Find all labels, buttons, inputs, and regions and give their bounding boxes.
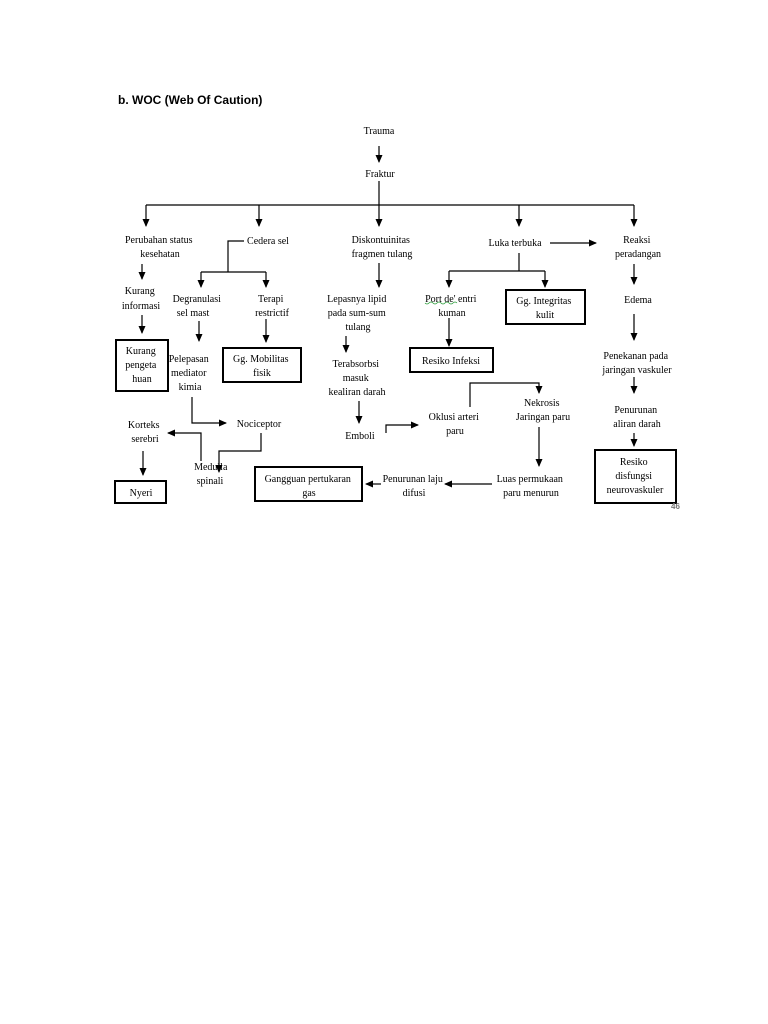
node-fraktur: Fraktur <box>365 169 395 180</box>
box-kurang-pengetahuan <box>115 339 169 392</box>
node-penekanan: Penekanan pada jaringan vaskuler <box>601 351 672 376</box>
edge-pelepasan-nociceptor <box>191 397 227 427</box>
node-penurunan-laju: Penurunan laju difusi <box>383 474 446 499</box>
node-resiko-disfungsi: Resiko disfungsi neurovaskuler <box>607 457 664 496</box>
node-cedera-sel: Cedera sel <box>247 236 289 247</box>
edge-emboli-oklusi <box>385 421 419 433</box>
node-gangguan-pertukaran: Gangguan pertukaran gas <box>265 474 354 499</box>
node-perubahan-status: Perubahan status kesehatan <box>125 235 195 260</box>
section-heading: b. WOC (Web Of Caution) <box>118 93 263 107</box>
node-reaksi-peradangan: Reaksi peradangan <box>615 235 661 260</box>
node-gg-integritas: Gg. Integritas kulit <box>516 296 574 321</box>
box-nyeri <box>114 480 167 504</box>
edge-oklusi-nekrosis <box>469 382 543 407</box>
spellcheck-squiggle <box>424 301 458 305</box>
node-oklusi: Oklusi arteri paru <box>429 412 482 437</box>
box-gg-mobilitas <box>222 347 302 383</box>
edge-nociceptor-medulla <box>215 433 262 473</box>
node-penurunan-aliran: Penurunan aliran darah <box>613 405 660 430</box>
node-terabsorbsi: Terabsorbsi masuk kealiran darah <box>329 359 386 398</box>
node-trauma: Trauma <box>364 126 395 137</box>
node-terapi-restrictif: Terapi restrictif <box>255 294 290 319</box>
node-luka-terbuka: Luka terbuka <box>488 238 542 249</box>
box-resiko-infeksi <box>409 347 494 373</box>
node-korteks: Korteks serebri <box>128 420 162 445</box>
box-gangguan-pertukaran <box>254 466 363 502</box>
node-nyeri: Nyeri <box>130 488 153 499</box>
node-luas-permukaan: Luas permukaan paru menurun <box>497 474 566 499</box>
box-gg-integritas <box>505 289 586 325</box>
node-kurang-informasi: Kurang informasi <box>122 286 161 312</box>
node-degranulasi: Degranulasi sel mast <box>173 294 224 319</box>
node-resiko-infeksi: Resiko Infeksi <box>422 356 480 367</box>
node-diskontuinitas: Diskontuinitas fragmen tulang <box>352 235 413 260</box>
node-nekrosis: Nekrosis Jaringan paru <box>516 398 570 423</box>
node-emboli: Emboli <box>345 431 375 442</box>
edge-medulla-korteks <box>167 429 202 461</box>
edges <box>138 146 638 488</box>
node-lepasnya-lipid: Lepasnya lipid pada sum-sum tulang <box>327 294 389 333</box>
node-kurang-pengetahuan: Kurang pengeta huan <box>125 346 159 385</box>
box-resiko-disfungsi <box>594 449 677 504</box>
node-gg-mobilitas: Gg. Mobilitas fisik <box>233 354 291 379</box>
nodes: Trauma Fraktur Perubahan status kesehata… <box>122 126 672 499</box>
node-edema: Edema <box>624 295 652 306</box>
edge-cedera-bracket <box>227 240 244 272</box>
diagnosis-boxes <box>114 289 677 504</box>
node-medulla: Medulla spinali <box>194 462 230 487</box>
page-number: 46 <box>671 502 680 511</box>
node-port-de-entri: Port de' entri kuman <box>425 294 479 319</box>
node-nociceptor: Nociceptor <box>237 419 282 430</box>
node-pelepasan-mediator: Pelepasan mediator kimia <box>169 354 212 393</box>
